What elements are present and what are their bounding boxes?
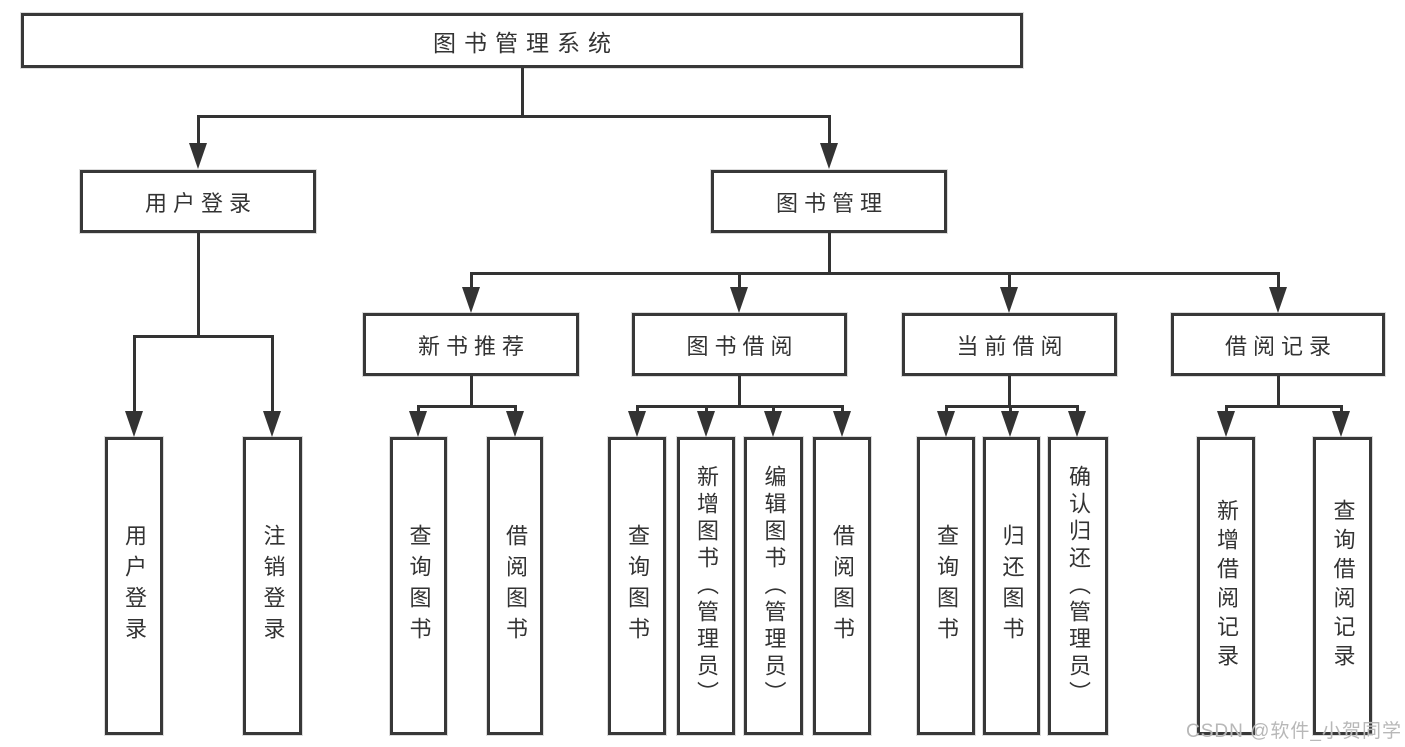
arrowhead-c1	[628, 411, 646, 437]
connector-book-borrow-rail	[636, 405, 844, 408]
arrowhead-borrow-records	[1269, 287, 1287, 313]
leaf-edit-books-admin-label: 编辑图书（管理员）	[761, 464, 787, 708]
node-book-borrowing-label: 图书借阅	[686, 333, 799, 359]
leaf-confirm-return-admin-label: 确认归还（管理员）	[1066, 464, 1091, 708]
leaf-query-books-borrowing: 查询图书	[608, 437, 666, 735]
leaf-add-books-admin-label: 新增图书（管理员）	[694, 464, 719, 708]
connector-drop-b1	[417, 405, 420, 414]
node-current-borrowing-label: 当前借阅	[956, 333, 1069, 359]
arrowhead-book-borrow	[730, 287, 748, 313]
connector-level3-rail	[470, 272, 1280, 275]
arrowhead-c3	[764, 411, 782, 437]
arrowhead-leaf-login	[125, 411, 143, 437]
connector-drop-c4	[841, 405, 844, 414]
arrowhead-leaf-logout	[263, 411, 281, 437]
connector-drop-e1	[1225, 405, 1228, 414]
arrowhead-user-login	[189, 143, 207, 169]
leaf-add-borrow-record: 新增借阅记录	[1197, 437, 1255, 735]
leaf-user-login: 用户登录	[105, 437, 163, 735]
connector-drop-c3	[772, 405, 775, 414]
csdn-watermark: CSDN @软件_小贺同学	[1186, 721, 1402, 742]
leaf-borrow-books-borrowing: 借阅图书	[813, 437, 871, 735]
node-borrowing-records: 借阅记录	[1171, 313, 1385, 376]
connector-drop-d1	[945, 405, 948, 414]
connector-drop-user-login	[197, 115, 200, 147]
connector-new-books-rail	[417, 405, 517, 408]
connector-drop-e2	[1340, 405, 1343, 414]
connector-book-borrow-trunk	[738, 376, 741, 408]
connector-drop-book-mgmt	[828, 115, 831, 147]
connector-drop-borrow-records	[1277, 272, 1280, 290]
node-user-login-label: 用户登录	[144, 190, 257, 216]
connector-drop-c2	[705, 405, 708, 414]
arrowhead-c4	[833, 411, 851, 437]
arrowhead-e1	[1217, 411, 1235, 437]
leaf-return-books: 归还图书	[983, 437, 1040, 735]
connector-user-login-trunk	[197, 233, 200, 338]
leaf-query-books-current: 查询图书	[917, 437, 975, 735]
connector-book-mgmt-trunk	[828, 233, 831, 275]
leaf-add-books-admin: 新增图书（管理员）	[677, 437, 735, 735]
arrowhead-book-mgmt	[820, 143, 838, 169]
connector-current-borrow-trunk	[1008, 376, 1011, 408]
node-user-login: 用户登录	[80, 170, 316, 233]
connector-user-login-rail	[133, 335, 274, 338]
arrowhead-b2	[506, 411, 524, 437]
connector-new-books-trunk	[470, 376, 473, 408]
connector-root-trunk	[521, 68, 524, 117]
connector-drop-leaf-logout	[271, 335, 274, 413]
connector-drop-new-books	[470, 272, 473, 290]
node-borrowing-records-label: 借阅记录	[1224, 333, 1337, 359]
arrowhead-new-books	[462, 287, 480, 313]
leaf-query-borrow-record-label: 查询借阅记录	[1330, 499, 1356, 673]
connector-borrow-records-trunk	[1277, 376, 1280, 408]
leaf-borrow-books-recommend: 借阅图书	[487, 437, 543, 735]
connector-drop-b2	[514, 405, 517, 414]
arrowhead-current-borrow	[1000, 287, 1018, 313]
leaf-query-borrow-record: 查询借阅记录	[1313, 437, 1372, 735]
leaf-borrow-books-recommend-label: 借阅图书	[503, 524, 528, 648]
leaf-confirm-return-admin: 确认归还（管理员）	[1048, 437, 1108, 735]
leaf-logout: 注销登录	[243, 437, 302, 735]
connector-drop-leaf-login	[133, 335, 136, 413]
connector-level2-rail	[197, 115, 831, 118]
node-new-book-recommend-label: 新书推荐	[417, 333, 530, 359]
node-current-borrowing: 当前借阅	[902, 313, 1117, 376]
connector-drop-d2	[1009, 405, 1012, 414]
arrowhead-e2	[1332, 411, 1350, 437]
leaf-return-books-label: 归还图书	[999, 524, 1025, 648]
arrowhead-d2	[1001, 411, 1019, 437]
leaf-query-books-recommend: 查询图书	[390, 437, 447, 735]
arrowhead-d3	[1068, 411, 1086, 437]
node-new-book-recommend: 新书推荐	[363, 313, 579, 376]
node-book-management: 图书管理	[711, 170, 947, 233]
leaf-edit-books-admin: 编辑图书（管理员）	[744, 437, 803, 735]
connector-drop-current-borrow	[1008, 272, 1011, 290]
leaf-query-books-borrowing-label: 查询图书	[625, 524, 650, 648]
node-root: 图书管理系统	[21, 13, 1023, 68]
node-book-management-label: 图书管理	[775, 190, 888, 216]
leaf-logout-label: 注销登录	[260, 524, 286, 648]
connector-current-borrow-rail	[945, 405, 1079, 408]
connector-borrow-records-rail	[1225, 405, 1343, 408]
arrowhead-d1	[937, 411, 955, 437]
node-root-label: 图书管理系统	[433, 29, 619, 56]
connector-drop-d3	[1076, 405, 1079, 414]
connector-drop-c1	[636, 405, 639, 414]
leaf-borrow-books-borrowing-label: 借阅图书	[830, 524, 855, 648]
leaf-user-login-label: 用户登录	[122, 524, 147, 648]
arrowhead-c2	[697, 411, 715, 437]
node-book-borrowing: 图书借阅	[632, 313, 847, 376]
connector-drop-book-borrow	[738, 272, 741, 290]
arrowhead-b1	[409, 411, 427, 437]
leaf-query-books-current-label: 查询图书	[934, 524, 959, 648]
leaf-add-borrow-record-label: 新增借阅记录	[1214, 499, 1239, 673]
leaf-query-books-recommend-label: 查询图书	[406, 524, 432, 648]
